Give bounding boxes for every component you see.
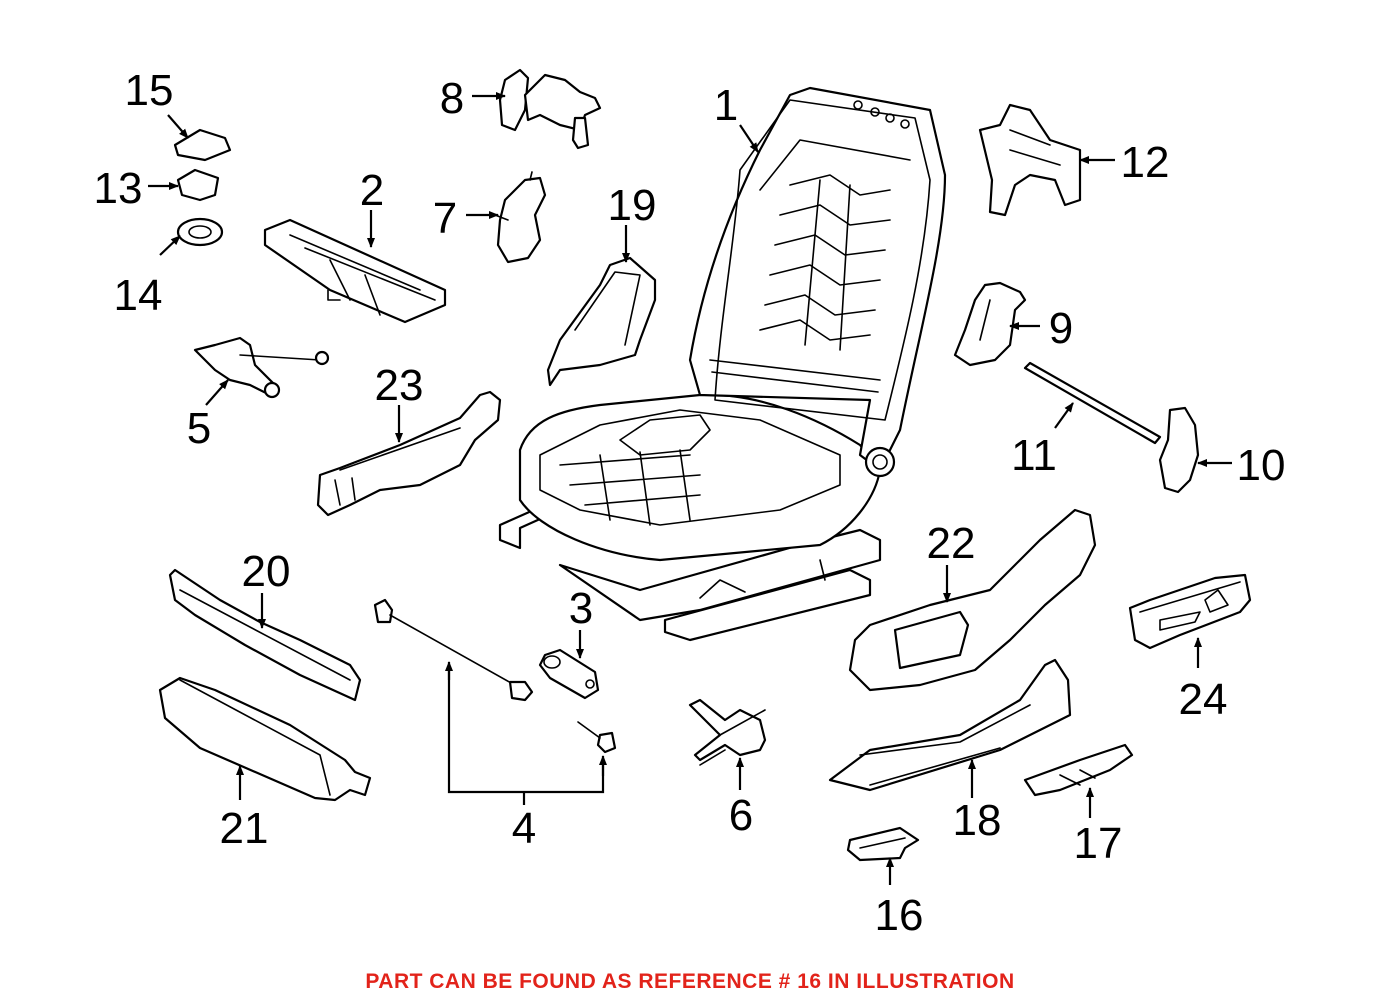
callout-1: 1 (714, 81, 738, 130)
part-10-knob (1158, 406, 1200, 494)
part-9-actuator (953, 281, 1027, 367)
part-11-rod (1023, 361, 1162, 445)
callout-18: 18 (953, 796, 1002, 845)
part-13-cap (176, 168, 220, 202)
reference-note: PART CAN BE FOUND AS REFERENCE # 16 IN I… (365, 970, 1015, 993)
part-18-side-trim (828, 658, 1072, 792)
part-4-wire-plug (373, 598, 617, 754)
callout-14: 14 (114, 271, 163, 320)
callout-20: 20 (242, 547, 291, 596)
callout-13: 13 (94, 164, 143, 213)
callout-6: 6 (729, 791, 753, 840)
part-15-cover (173, 128, 232, 162)
part-1-seat-frame (498, 86, 947, 642)
callout-21: 21 (220, 804, 269, 853)
callout-16: 16 (875, 891, 924, 940)
callout-7: 7 (433, 194, 457, 243)
part-5-motor (193, 336, 330, 399)
callout-2: 2 (360, 166, 384, 215)
part-12-bracket (978, 103, 1082, 217)
callout-17: 17 (1074, 819, 1123, 868)
part-24-switch-panel (1128, 573, 1252, 650)
part-19-backrest-panel (546, 256, 657, 387)
callout-10: 10 (1237, 441, 1286, 490)
part-22-side-cover (848, 508, 1097, 692)
part-20-trim (168, 568, 362, 702)
callout-15: 15 (125, 66, 174, 115)
part-6-bracket (688, 698, 767, 766)
part-14-ring (176, 217, 224, 247)
callout-numbers: 1 2 3 4 5 6 7 8 9 10 11 12 13 14 15 16 1… (94, 66, 1286, 940)
part-8-actuator (498, 68, 602, 150)
part-16-clip (846, 826, 920, 862)
part-7-actuator (494, 171, 547, 264)
part-23-side-trim (316, 390, 502, 517)
callout-4: 4 (512, 804, 536, 853)
callout-24: 24 (1179, 675, 1228, 724)
callout-8: 8 (440, 74, 464, 123)
callout-23: 23 (375, 361, 424, 410)
part-17-trim (1023, 743, 1134, 797)
callout-22: 22 (927, 519, 976, 568)
callout-19: 19 (608, 181, 657, 230)
leader-lines (148, 92, 1232, 885)
callout-9: 9 (1049, 304, 1073, 353)
part-21-lower-trim (158, 676, 372, 802)
callout-5: 5 (187, 404, 211, 453)
part-2-cushion-panel (263, 218, 447, 324)
callout-12: 12 (1121, 138, 1170, 187)
callout-3: 3 (569, 584, 593, 633)
callout-11: 11 (1011, 431, 1057, 480)
part-3-sensor (538, 648, 600, 700)
